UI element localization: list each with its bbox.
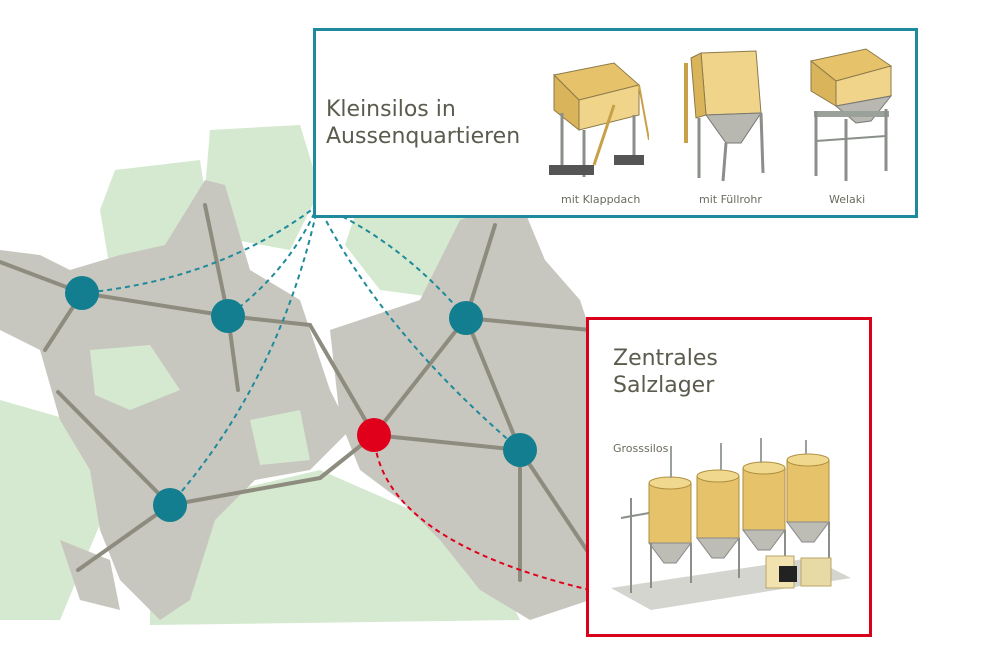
inner-green-2 [250, 410, 310, 465]
silo-klappdach-illustration [549, 62, 649, 177]
small-silo-node [65, 276, 99, 310]
road-segment [372, 433, 522, 452]
road-segment [203, 203, 230, 318]
road-segment [518, 448, 592, 557]
central-store-connection [373, 434, 591, 591]
green-area-bottom-center [150, 470, 520, 625]
small-silos-panel: Kleinsilos in Aussenquartieren mit Klapp… [313, 28, 918, 218]
land-east [330, 200, 590, 620]
road-segment [168, 476, 322, 507]
connection-line [317, 204, 521, 451]
large-silos-illustration [611, 438, 851, 610]
road-segment [464, 316, 592, 332]
central-store-node [357, 418, 391, 452]
central-store-title-line1: Zentrales [613, 346, 718, 371]
small-silo-node [503, 433, 537, 467]
connection-line [227, 204, 319, 317]
small-silo-node [449, 301, 483, 335]
small-silo-node [211, 299, 245, 333]
road-segment [80, 291, 230, 318]
central-store-caption: Grosssilos [613, 442, 669, 455]
road-segment [372, 316, 468, 437]
road-segment [76, 503, 172, 572]
connection-line [169, 204, 319, 506]
small-silo-node [153, 488, 187, 522]
small-silos-title: Kleinsilos in Aussenquartieren [326, 96, 520, 150]
central-store-title: Zentrales Salzlager [613, 345, 718, 399]
silo-welaki-caption: Welaki [829, 193, 866, 206]
silo-fuellrohr-illustration [684, 50, 765, 182]
road-segment [464, 316, 522, 452]
small-silo-connections [81, 204, 521, 506]
connection-line [81, 204, 319, 294]
small-silos-title-line1: Kleinsilos in [326, 97, 456, 122]
road-segment [308, 323, 376, 437]
small-silo-locations [65, 276, 537, 522]
central-store-title-line2: Salzlager [613, 373, 715, 398]
central-store-panel: Zentrales Salzlager Grosssilos [586, 317, 872, 637]
silo-klappdach-caption: mit Klappdach [561, 193, 641, 206]
inner-green-areas [90, 345, 310, 465]
inner-green-1 [90, 345, 180, 410]
road-segment [56, 390, 172, 507]
silo-fuellrohr-caption: mit Füllrohr [699, 193, 762, 206]
silo-welaki-illustration [809, 48, 893, 181]
land-south-tip [60, 540, 120, 610]
small-silos-title-line2: Aussenquartieren [326, 124, 521, 149]
